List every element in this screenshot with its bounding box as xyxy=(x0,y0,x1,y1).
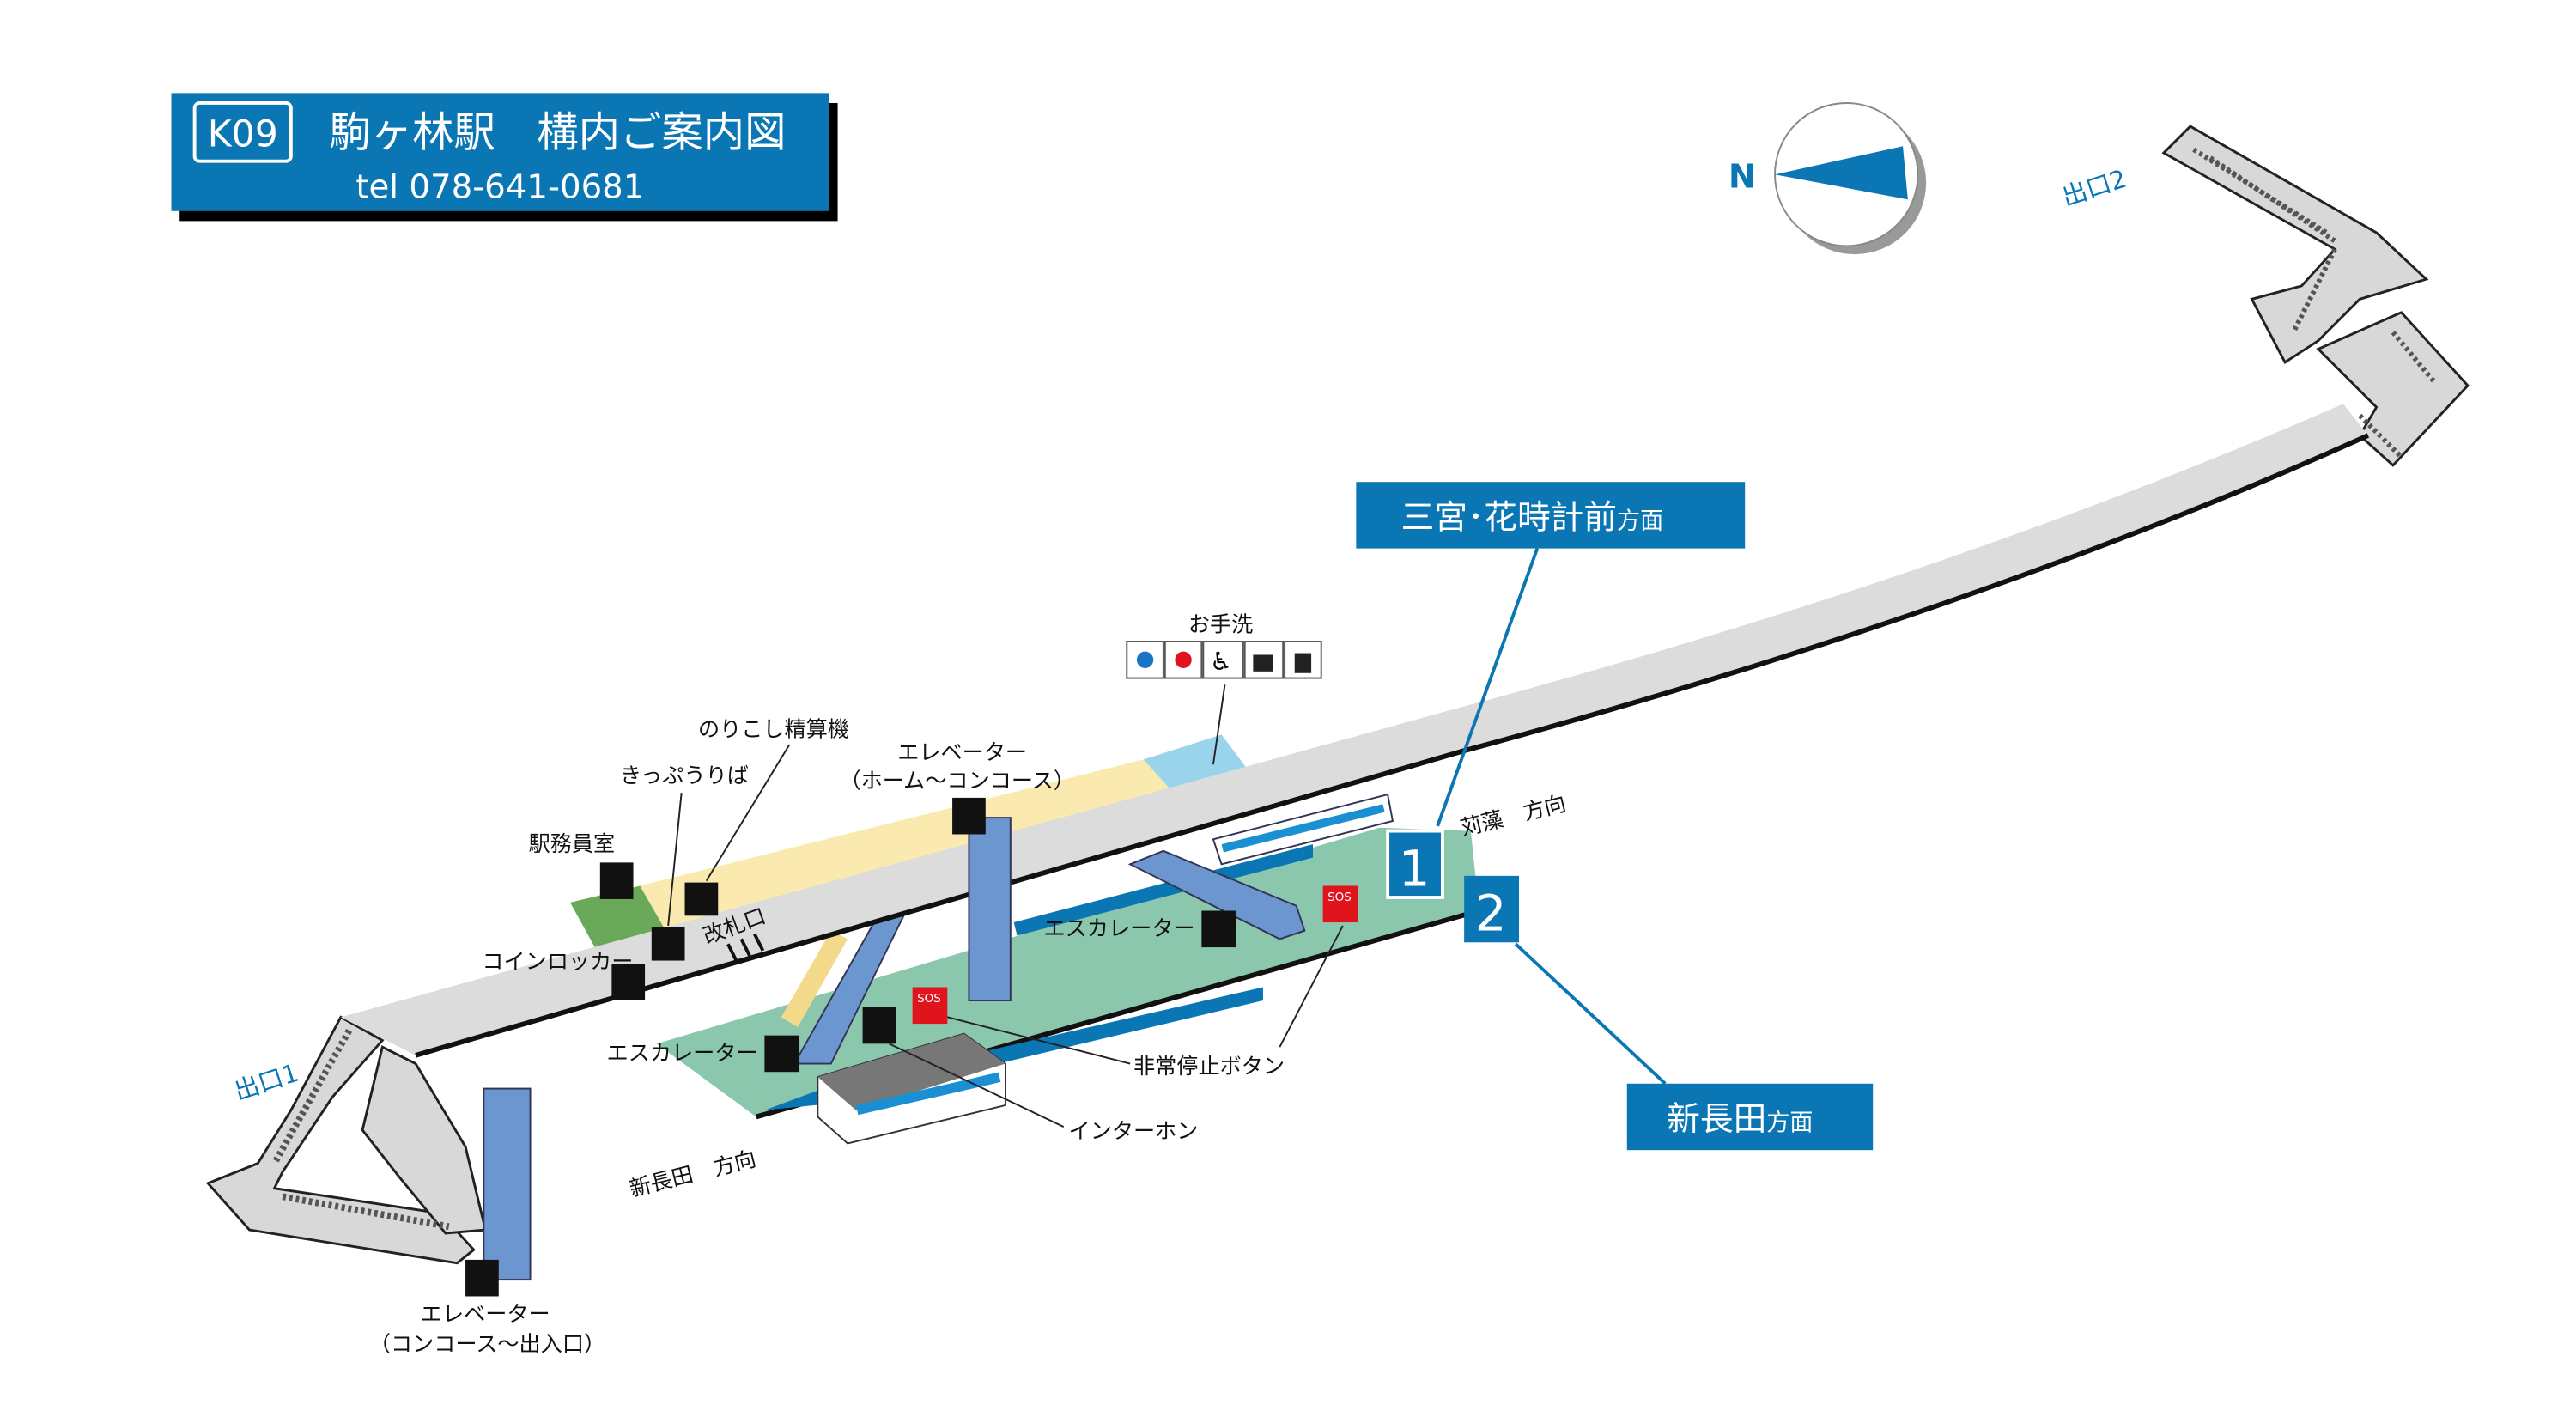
toilet-label: お手洗 xyxy=(1188,611,1253,636)
concourse-walkway xyxy=(340,404,2368,1055)
track-edge-upper xyxy=(1013,844,1314,936)
coin-locker-icon xyxy=(611,964,646,1001)
womens-toilet-icon xyxy=(1175,651,1192,668)
elevator-shaft-platform xyxy=(968,817,1012,1001)
ticket-machine-icon xyxy=(651,927,685,961)
train-upper xyxy=(1212,793,1394,866)
ticket-gate-icon xyxy=(726,933,765,962)
coin-locker-label: コインロッカー xyxy=(482,949,633,974)
escalator-upper-icon xyxy=(1201,910,1237,948)
escalator-lower-icon xyxy=(764,1035,800,1073)
exit-2-label: 出口2 xyxy=(2058,164,2129,212)
toilet-icons: ♿ xyxy=(1126,641,1322,679)
escalator-upper-structure xyxy=(1127,849,1306,940)
train-lower xyxy=(817,1032,1006,1145)
ticket-label: きっぷうりば xyxy=(620,763,749,788)
elevator-platform-sublabel: （ホーム～コンコース） xyxy=(839,768,1075,793)
exit-1-label: 出口1 xyxy=(231,1058,302,1106)
svg-text:SOS: SOS xyxy=(917,992,941,1006)
direction-shinnagata-box: 新長田方面 xyxy=(1626,1083,1874,1151)
baby-changing-icon xyxy=(1253,654,1273,672)
sos-button-lower: SOS xyxy=(912,987,948,1025)
elevator-icon xyxy=(952,797,986,835)
mens-toilet-icon xyxy=(1136,651,1154,668)
platform-2-marker: 2 xyxy=(1464,875,1519,943)
elevator-exit-label: エレベーター xyxy=(421,1301,550,1326)
emergency-stop-label: 非常停止ボタン xyxy=(1133,1054,1285,1079)
exit-2-stairs: 出口2 xyxy=(2058,125,2470,467)
svg-text:新長田方面: 新長田方面 xyxy=(1667,1100,1813,1139)
elevator-exit-sublabel: （コンコース～出入口） xyxy=(369,1331,605,1356)
svg-text:三宮･花時計前方面: 三宮･花時計前方面 xyxy=(1401,498,1664,537)
svg-text:2: 2 xyxy=(1475,885,1507,943)
elevator-platform-label: エレベーター xyxy=(897,739,1027,764)
intercom-label: インターホン xyxy=(1069,1119,1199,1144)
exit-1-stairs: 出口1 xyxy=(205,1015,488,1265)
compass-needle-icon xyxy=(1775,146,1908,200)
phone-number: tel 078-641-0681 xyxy=(355,167,644,206)
fare-adjust-label: のりこし精算機 xyxy=(698,716,849,741)
station-staff-icon xyxy=(599,862,634,899)
compass: N xyxy=(1728,102,1927,255)
accessible-toilet-icon: ♿ xyxy=(1210,647,1232,676)
sos-button-upper: SOS xyxy=(1322,885,1358,923)
shinnagata-direction-label: 新長田 方向 xyxy=(627,1146,758,1202)
direction-sannomiya-box: 三宮･花時計前方面 xyxy=(1356,482,1746,549)
page-title: 駒ヶ林駅 構内ご案内図 xyxy=(329,108,786,156)
ostomate-icon xyxy=(1294,653,1312,673)
platform-1-marker: 1 xyxy=(1386,829,1444,899)
escalator-upper-label: エスカレーター xyxy=(1044,916,1195,941)
svg-text:SOS: SOS xyxy=(1327,891,1352,904)
title-banner: K09 駒ヶ林駅 構内ご案内図 tel 078-641-0681 xyxy=(171,93,838,222)
intercom-icon xyxy=(862,1007,896,1044)
svg-text:1: 1 xyxy=(1399,839,1431,897)
fare-adjust-icon xyxy=(684,882,719,916)
station-code: K09 xyxy=(208,113,278,155)
karumo-direction-label: 苅藻 方向 xyxy=(1458,791,1569,842)
escalator-lower-label: エスカレーター xyxy=(607,1041,758,1066)
direction-arrow-icon xyxy=(764,1088,831,1110)
compass-north-label: N xyxy=(1728,158,1756,197)
elevator-shaft-exit xyxy=(483,1087,532,1281)
elevator-exit-icon xyxy=(465,1259,499,1297)
station-office-label: 駅務員室 xyxy=(529,831,616,856)
